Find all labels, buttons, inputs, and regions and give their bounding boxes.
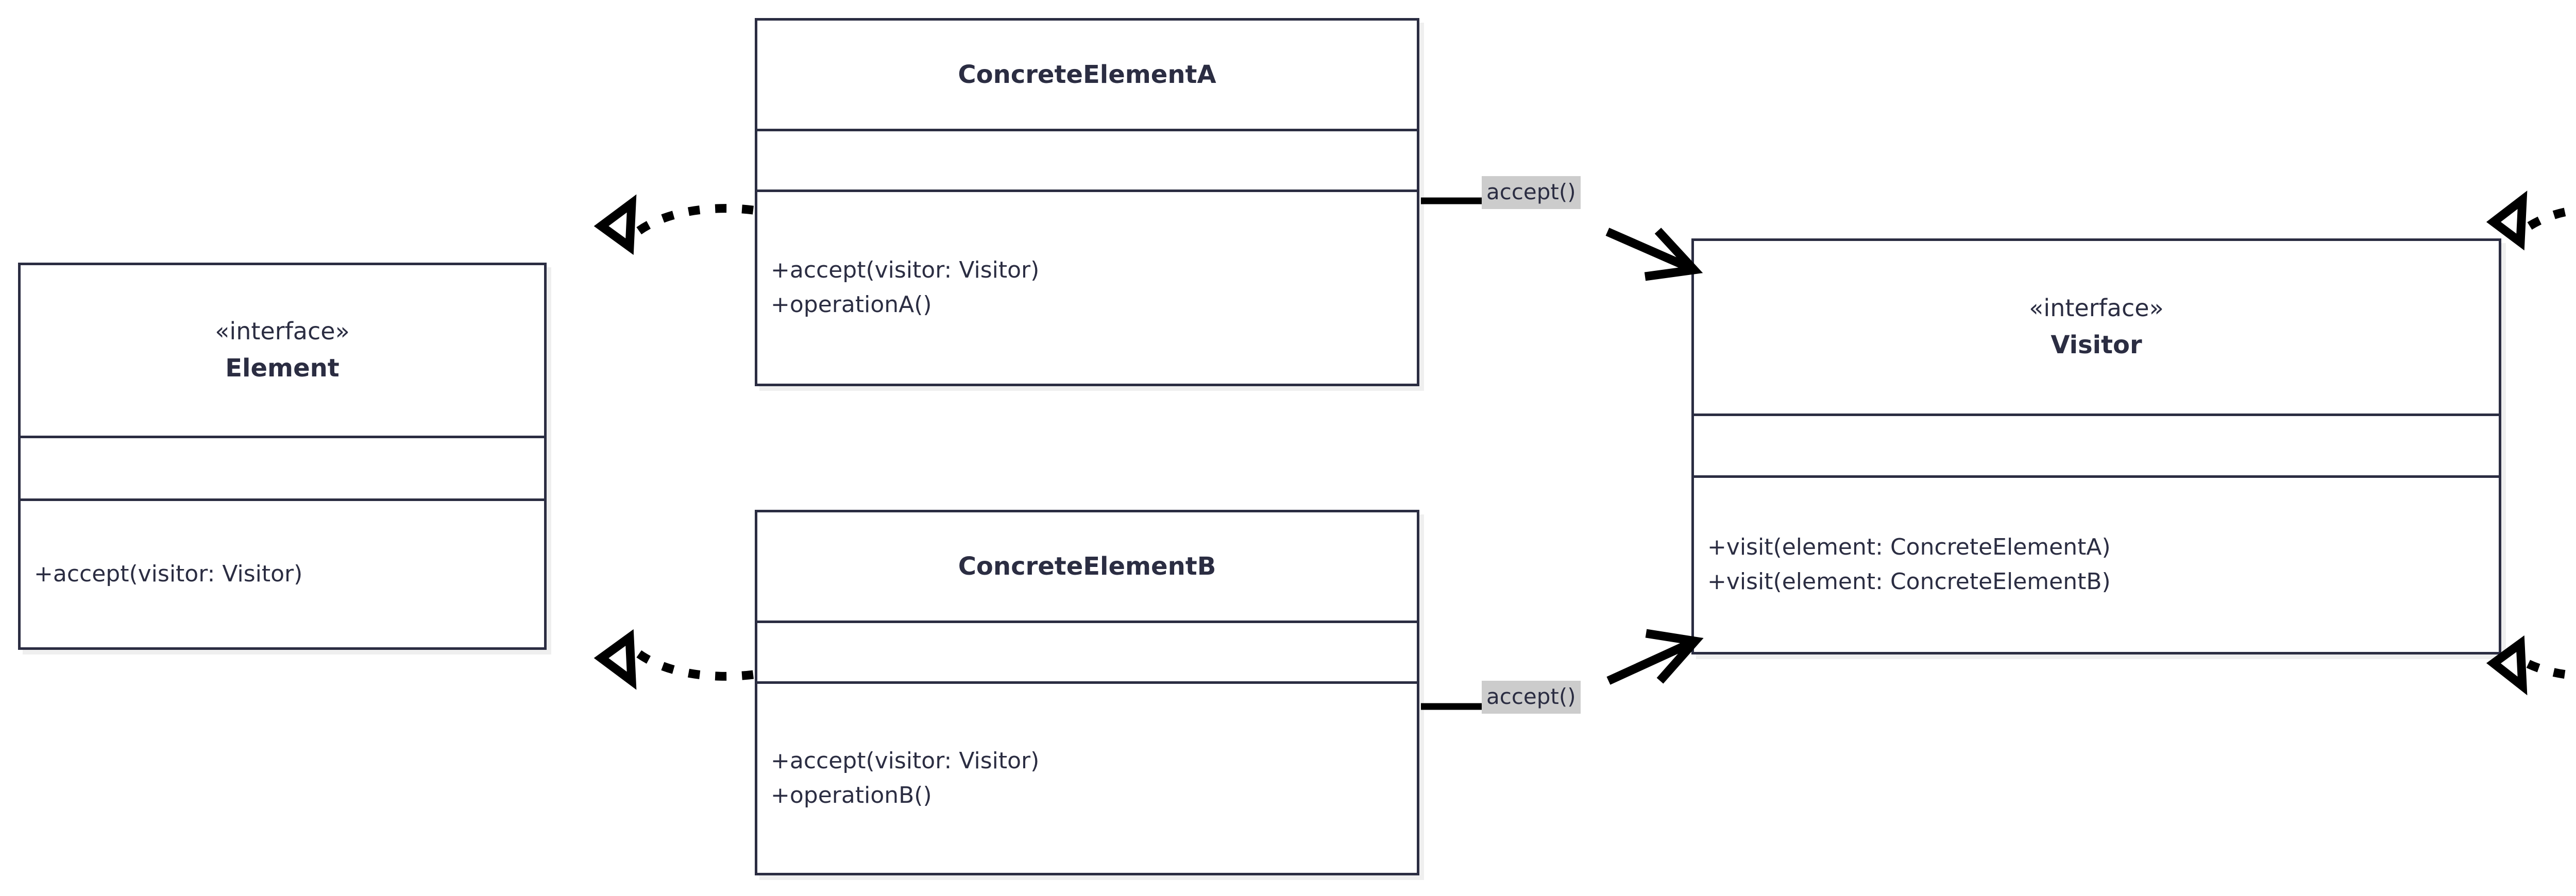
hollow-triangle-arrowhead — [2486, 191, 2528, 251]
stereotype-label: «interface» — [215, 317, 350, 345]
class-header-concreteelementb: ConcreteElementB — [757, 512, 1417, 623]
class-box-concreteelementa[interactable]: ConcreteElementA +accept(visitor: Visito… — [755, 18, 1419, 386]
class-attributes-visitor — [1694, 416, 2499, 478]
open-arrowhead — [1644, 228, 1703, 281]
class-operations-concreteelementa: +accept(visitor: Visitor) +operationA() — [757, 192, 1417, 384]
relation-concreteelementa-realizes-element — [594, 194, 754, 255]
edge-label-accept-top: accept() — [1482, 176, 1581, 210]
class-header-concreteelementa: ConcreteElementA — [757, 21, 1417, 131]
class-operations-visitor: +visit(element: ConcreteElementA) +visit… — [1694, 478, 2499, 652]
class-name-label: Element — [225, 354, 340, 383]
class-name-label: ConcreteElementA — [958, 60, 1216, 89]
hollow-triangle-arrowhead — [594, 629, 637, 690]
class-operations-concreteelementb: +accept(visitor: Visitor) +operationB() — [757, 684, 1417, 873]
class-attributes-element — [21, 438, 544, 501]
operation-row: +visit(element: ConcreteElementA) — [1707, 534, 2111, 561]
operation-row: +accept(visitor: Visitor) — [34, 560, 303, 587]
stereotype-label: «interface» — [2029, 294, 2164, 322]
class-box-visitor[interactable]: «interface» Visitor +visit(element: Conc… — [1691, 238, 2501, 654]
relation-concretevisitor2-realizes-visitor — [2486, 635, 2576, 696]
operation-row: +operationB() — [771, 782, 932, 808]
operation-row: +accept(visitor: Visitor) — [771, 747, 1040, 774]
class-box-element[interactable]: «interface» Element +accept(visitor: Vis… — [18, 263, 547, 650]
class-header-element: «interface» Element — [21, 265, 544, 438]
class-attributes-concreteelementb — [757, 623, 1417, 684]
relation-concretevisitor1-realizes-visitor — [2486, 191, 2576, 251]
class-header-visitor: «interface» Visitor — [1694, 241, 2499, 416]
operation-row: +accept(visitor: Visitor) — [771, 257, 1040, 284]
hollow-triangle-arrowhead — [594, 194, 637, 255]
class-attributes-concreteelementa — [757, 131, 1417, 192]
class-name-label: Visitor — [2050, 331, 2142, 360]
open-arrowhead — [1645, 629, 1704, 684]
operation-row: +operationA() — [771, 291, 932, 318]
edge-label-accept-bottom: accept() — [1482, 681, 1581, 714]
class-name-label: ConcreteElementB — [958, 552, 1216, 581]
class-box-concreteelementb[interactable]: ConcreteElementB +accept(visitor: Visito… — [755, 510, 1419, 875]
class-operations-element: +accept(visitor: Visitor) — [21, 501, 544, 647]
relation-concreteelementb-realizes-element — [594, 629, 754, 690]
operation-row: +visit(element: ConcreteElementB) — [1707, 568, 2111, 595]
relation-concreteelementa-accept-visitor — [1421, 197, 1703, 281]
